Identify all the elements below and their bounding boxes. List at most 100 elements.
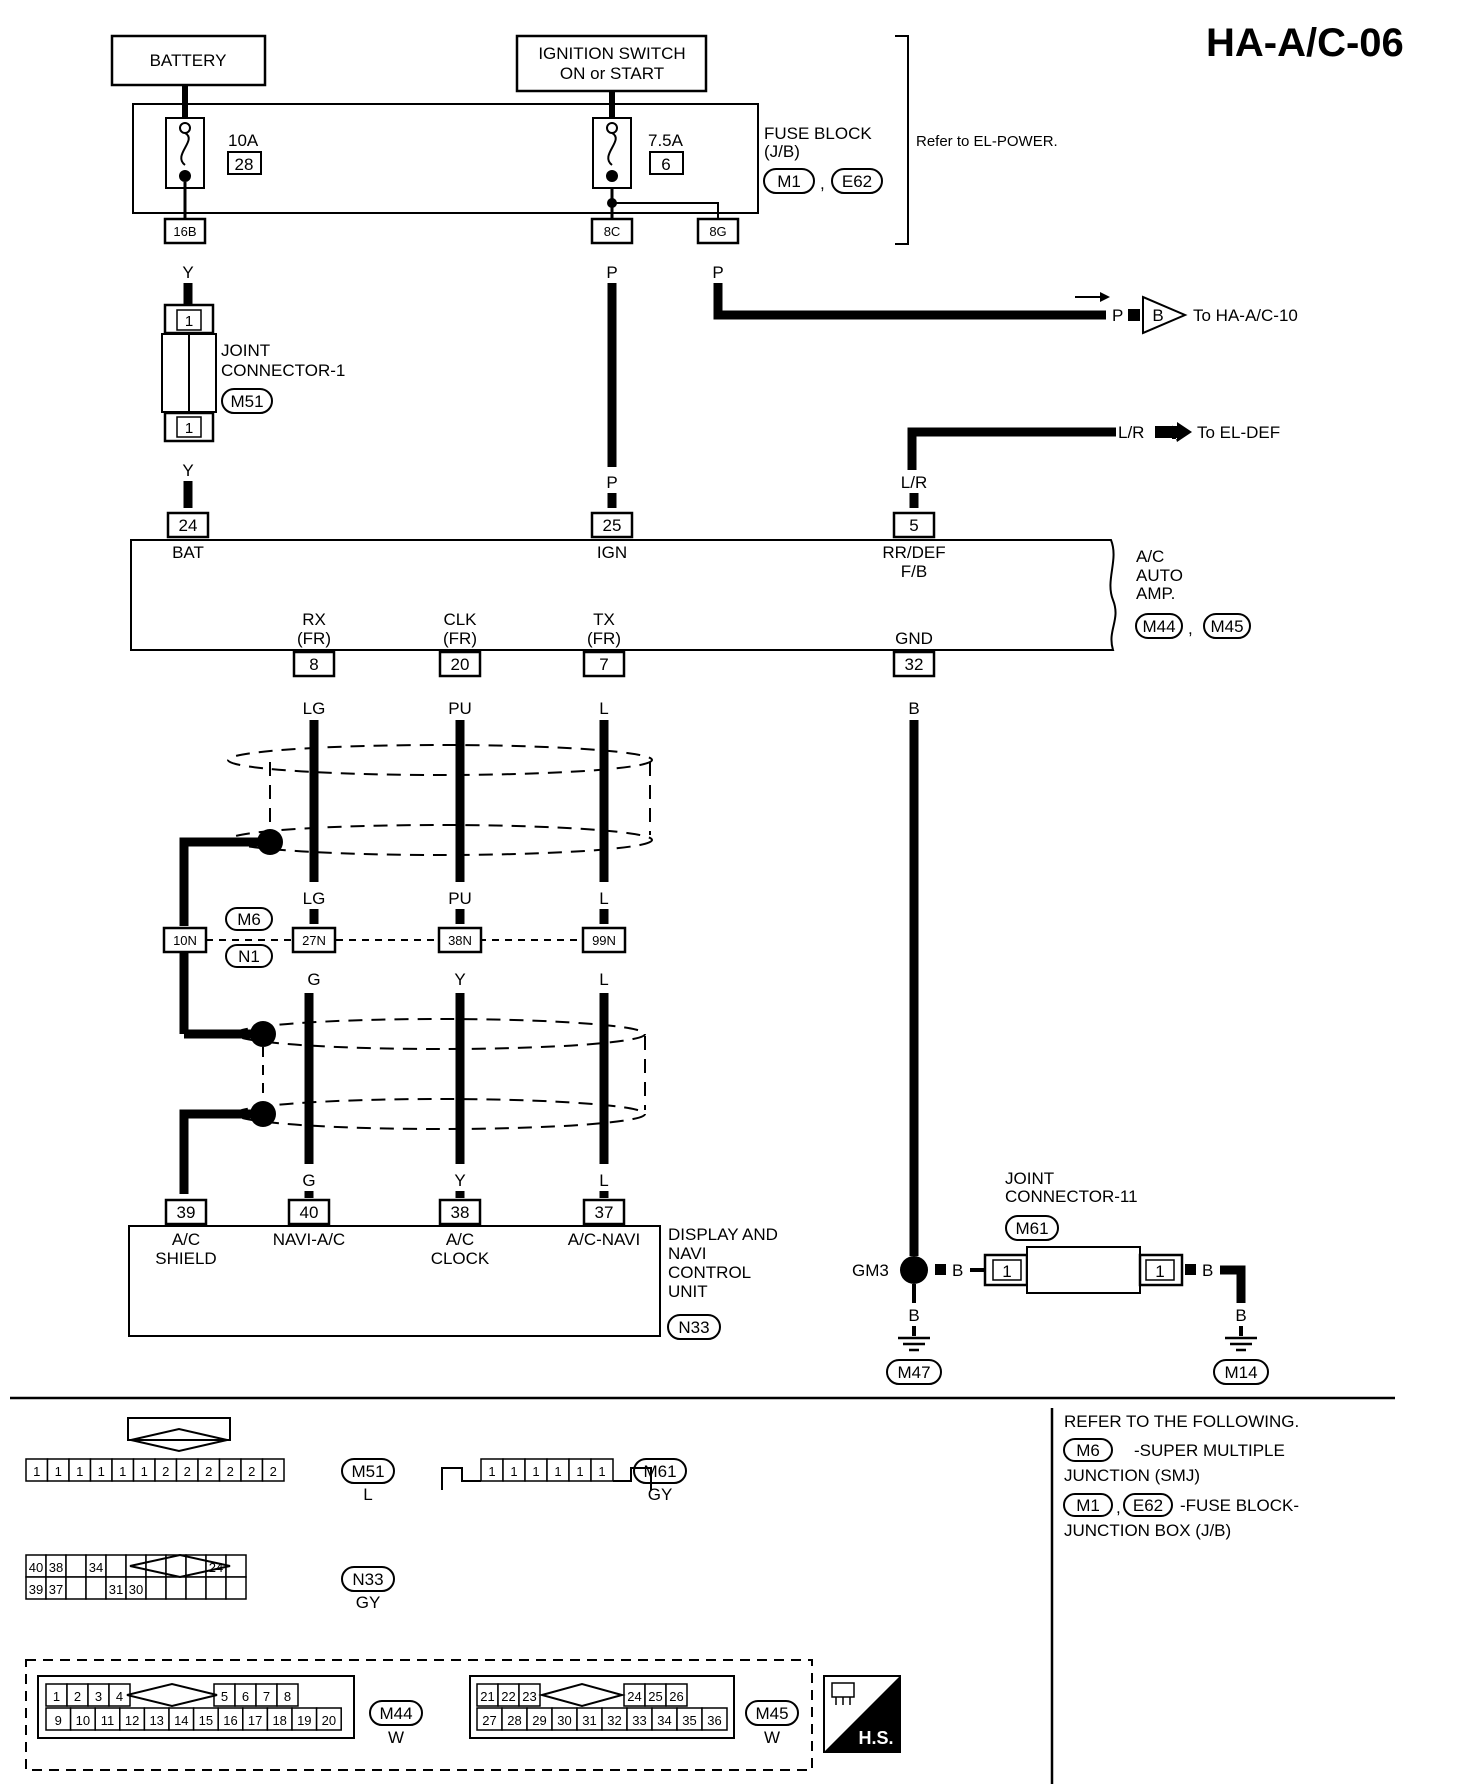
ref-m1: M1 bbox=[1076, 1496, 1100, 1515]
page-title: HA-A/C-06 bbox=[1206, 21, 1404, 65]
n33-bot-pin: 30 bbox=[129, 1582, 143, 1597]
amp-rrdef-1: RR/DEF bbox=[882, 543, 945, 562]
svg-text:24: 24 bbox=[179, 516, 198, 535]
ref-fb-text-1: -FUSE BLOCK- bbox=[1180, 1496, 1299, 1515]
display-conn: N33 bbox=[678, 1318, 709, 1337]
m51-cell bbox=[261, 1458, 285, 1482]
display-ac: A/C bbox=[172, 1230, 200, 1249]
svg-text:38: 38 bbox=[451, 1203, 470, 1222]
display-name-3: CONTROL bbox=[668, 1263, 751, 1282]
m61-pin: 1 bbox=[576, 1464, 583, 1479]
m51-pin: 1 bbox=[119, 1464, 126, 1479]
wire-y-1: Y bbox=[182, 263, 193, 282]
conn-m44-color: W bbox=[388, 1728, 404, 1747]
joint1-conn: M51 bbox=[230, 392, 263, 411]
amp-gnd: GND bbox=[895, 629, 933, 648]
m45-bot-pin: 33 bbox=[632, 1713, 646, 1728]
joint1-term-1: 1 bbox=[185, 313, 193, 330]
svg-text:5: 5 bbox=[909, 516, 918, 535]
n33-bot-pin: 31 bbox=[109, 1582, 123, 1597]
m44-bot-pin: 11 bbox=[101, 1713, 115, 1728]
terminal-8g: 8G bbox=[696, 217, 740, 245]
smj-n1: N1 bbox=[238, 947, 260, 966]
m44-top-pin: 7 bbox=[263, 1689, 270, 1704]
ref-head: REFER TO THE FOLLOWING. bbox=[1064, 1412, 1299, 1431]
display-navi-unit bbox=[128, 1225, 661, 1337]
m51-pin: 1 bbox=[33, 1464, 40, 1479]
smj-terminal-10n: 10N bbox=[162, 926, 208, 954]
amp-rrdef-2: F/B bbox=[901, 562, 927, 581]
m44-bot-pin: 15 bbox=[199, 1713, 213, 1728]
m61-pin: 1 bbox=[598, 1464, 605, 1479]
shield-drain-1 bbox=[257, 829, 283, 855]
m61-housing bbox=[441, 1467, 652, 1490]
m51-pin: 2 bbox=[270, 1464, 277, 1479]
ground-m14: M14 bbox=[1224, 1363, 1257, 1382]
ref-m6-text-2: JUNCTION (SMJ) bbox=[1064, 1466, 1200, 1485]
connector-key-icon bbox=[129, 1553, 231, 1579]
n33-top-cell bbox=[125, 1554, 147, 1578]
svg-text:40: 40 bbox=[300, 1203, 319, 1222]
m45-top-cell bbox=[665, 1683, 688, 1707]
ref-m6: M6 bbox=[1076, 1441, 1100, 1460]
amp-bat: BAT bbox=[172, 543, 204, 562]
amp-tx-fr: (FR) bbox=[587, 629, 621, 648]
m44-bot-pin: 13 bbox=[149, 1713, 163, 1728]
display-name-1: DISPLAY AND bbox=[668, 1225, 778, 1244]
joint11-conn: M61 bbox=[1015, 1219, 1048, 1238]
amp-name-1: A/C bbox=[1136, 547, 1164, 566]
m45-top-pin: 26 bbox=[669, 1689, 683, 1704]
display-terminal-40: 40 bbox=[287, 1198, 331, 1226]
joint-connector-11 bbox=[1026, 1246, 1141, 1294]
smj-terminal-99n: 99N bbox=[581, 926, 627, 954]
joint11-label-2: CONNECTOR-11 bbox=[1005, 1187, 1138, 1206]
wire-b-2: B bbox=[952, 1261, 963, 1280]
m45-bot-pin: 27 bbox=[482, 1713, 496, 1728]
m44-top-pin: 4 bbox=[116, 1689, 123, 1704]
svg-text:39: 39 bbox=[177, 1203, 196, 1222]
svg-text:27N: 27N bbox=[302, 933, 326, 948]
m61-cell bbox=[590, 1458, 614, 1482]
display-name-2: NAVI bbox=[668, 1244, 706, 1263]
wire-b-5: B bbox=[1235, 1306, 1246, 1325]
m45-top-pin: 21 bbox=[480, 1689, 494, 1704]
ground-gm3 bbox=[900, 1256, 928, 1284]
amp-terminal-8: 8 bbox=[292, 650, 336, 678]
wire-lr: L/R bbox=[901, 473, 927, 492]
wire-b-1: B bbox=[908, 699, 919, 718]
amp-clk-fr: (FR) bbox=[443, 629, 477, 648]
hs-label: H.S. bbox=[858, 1728, 893, 1748]
m44-bot-pin: 18 bbox=[272, 1713, 286, 1728]
amp-name-2: AUTO bbox=[1136, 566, 1183, 585]
smj-m6: M6 bbox=[237, 910, 261, 929]
svg-text:8: 8 bbox=[309, 655, 318, 674]
display-shield: SHIELD bbox=[155, 1249, 216, 1268]
fuse-block bbox=[132, 103, 759, 214]
arrow-def-to: To EL-DEF bbox=[1197, 423, 1280, 442]
joint11-term-1: 1 bbox=[1002, 1262, 1011, 1281]
amp-tx: TX bbox=[593, 610, 615, 629]
fuse-block-label-1: FUSE BLOCK bbox=[764, 124, 872, 143]
ac-auto-amp bbox=[130, 539, 1117, 651]
shield-drain-2 bbox=[250, 1021, 276, 1047]
m61-pin: 1 bbox=[510, 1464, 517, 1479]
svg-text:99N: 99N bbox=[592, 933, 616, 948]
amp-terminal-32: 32 bbox=[892, 650, 936, 678]
wire-y-2: Y bbox=[182, 461, 193, 480]
n33-bot-cell bbox=[165, 1576, 187, 1600]
harness-side-icon: H.S. bbox=[823, 1675, 901, 1753]
joint11-label-1: JOINT bbox=[1005, 1169, 1054, 1188]
n33-bot-cell bbox=[145, 1576, 167, 1600]
svg-text:38N: 38N bbox=[448, 933, 472, 948]
m44-bot-pin: 16 bbox=[223, 1713, 237, 1728]
m45-bot-pin: 30 bbox=[557, 1713, 571, 1728]
amp-conn-m44: M44 bbox=[1142, 617, 1175, 636]
m51-pin: 2 bbox=[227, 1464, 234, 1479]
connector-housing bbox=[37, 1675, 355, 1739]
connector-key-icon bbox=[130, 1427, 228, 1453]
svg-text:,: , bbox=[1116, 1498, 1121, 1517]
ground-m47: M47 bbox=[897, 1363, 930, 1382]
connector-key-icon bbox=[126, 1682, 218, 1708]
arrow-def-wire: L/R bbox=[1118, 423, 1144, 442]
joint1-term-2: 1 bbox=[185, 420, 193, 437]
